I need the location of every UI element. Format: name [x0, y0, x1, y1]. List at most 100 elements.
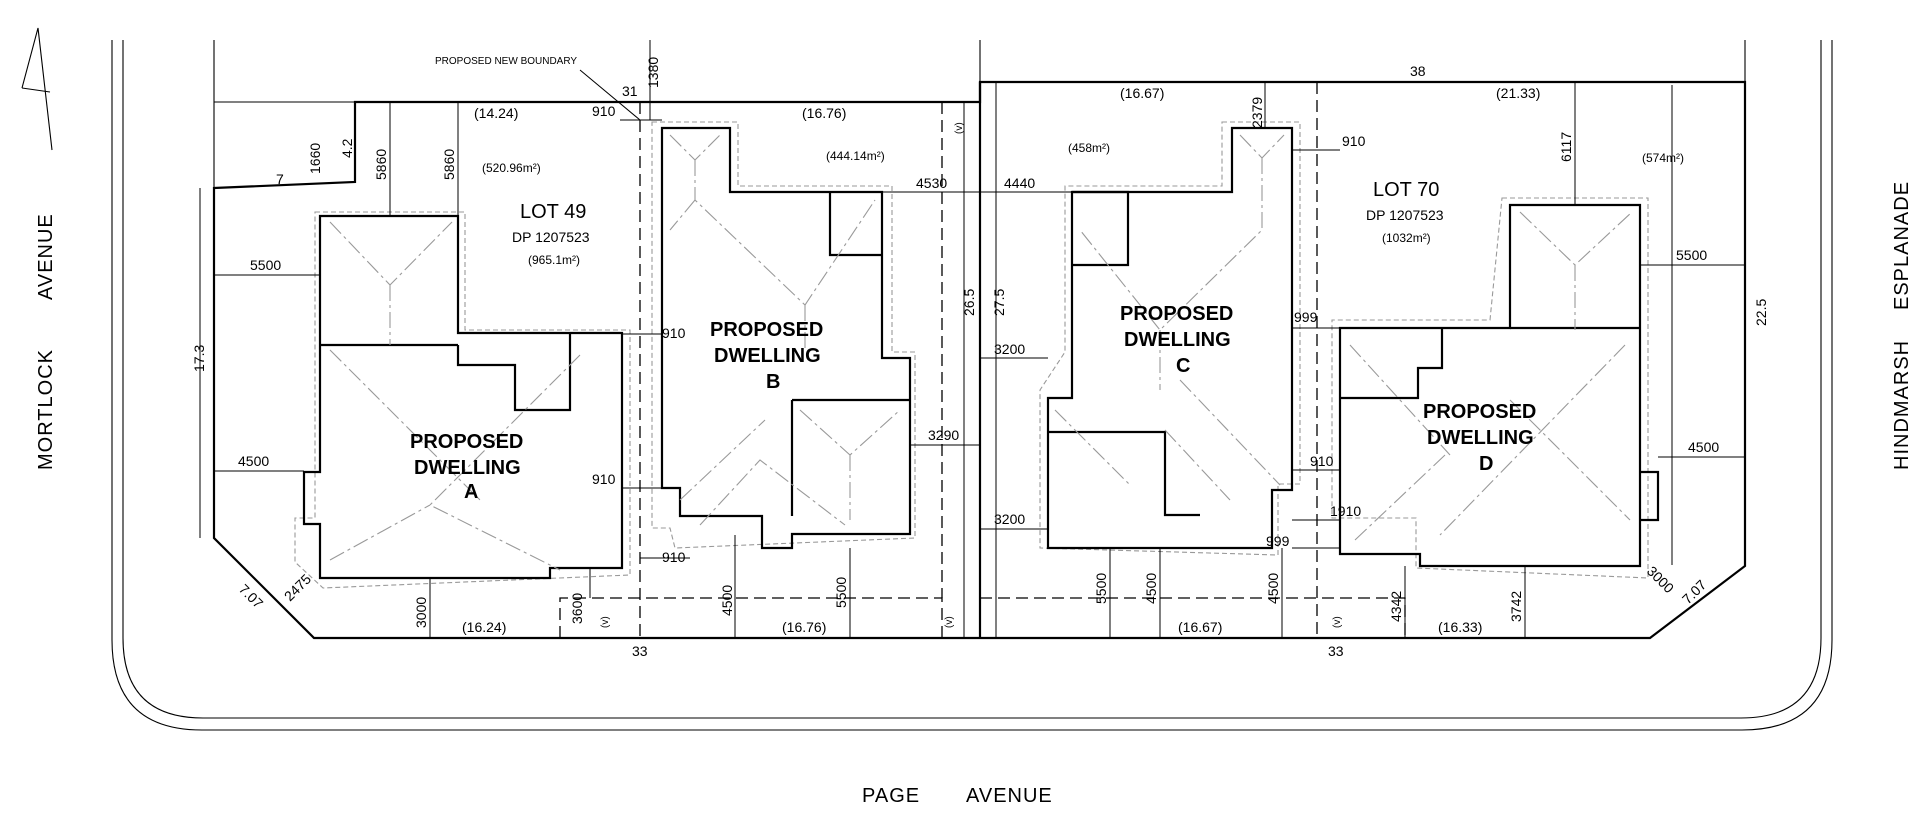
dwelling-c-line1: PROPOSED: [1120, 303, 1233, 325]
dim-right-225: 22.5: [1753, 299, 1769, 326]
dim-top-1424: (14.24): [474, 105, 518, 121]
dwelling-b-line2: DWELLING: [714, 345, 821, 367]
dim-bot-33b: 33: [1328, 643, 1344, 659]
dim-1660: 1660: [307, 143, 323, 174]
setback-dimensions: 1380 1660 5860 5860 5500 4500 2475 3000 …: [238, 57, 1719, 628]
dim-5500d: 5500: [1676, 247, 1707, 263]
dim-3200a: 3200: [994, 341, 1025, 357]
dim-mid-275: 27.5: [991, 289, 1007, 316]
dim-5500a: 5500: [250, 257, 281, 273]
dim-bot-1624: (16.24): [462, 619, 506, 635]
dim-bot-1676: (16.76): [782, 619, 826, 635]
dwelling-c-line3: C: [1176, 355, 1190, 377]
dim-top-2133: (21.33): [1496, 85, 1540, 101]
dwelling-d-line2: DWELLING: [1427, 427, 1534, 449]
dim-3742: 3742: [1508, 591, 1524, 622]
lot-labels: LOT 49 DP 1207523 (965.1m²) LOT 70 DP 12…: [482, 141, 1684, 267]
dim-999a: 999: [1294, 309, 1318, 325]
dim-910e: 910: [1342, 133, 1366, 149]
dwelling-c-footprint: [1039, 121, 1301, 556]
dim-4500b: 4500: [719, 585, 735, 616]
dim-5860a: 5860: [373, 149, 389, 180]
dimension-lines: [199, 40, 1745, 638]
street-labels: MORTLOCK AVENUE HINDMARSH ESPLANADE PAGE…: [35, 181, 1913, 807]
v-mark-3: (v): [944, 616, 955, 628]
dwelling-b-line1: PROPOSED: [710, 319, 823, 341]
dwelling-a-line1: PROPOSED: [410, 431, 523, 453]
north-arrow-icon: [21, 27, 53, 151]
dim-top-38: 38: [1410, 63, 1426, 79]
dwelling-a-footprint: [294, 211, 631, 589]
boundary-dimensions: 38 31 (14.24) (16.76) (16.67) (21.33) (1…: [191, 63, 1769, 659]
dim-corner-707b: 7.07: [1679, 576, 1710, 607]
street-right-2: ESPLANADE: [1891, 181, 1913, 310]
site-boundary: [212, 80, 1747, 640]
dim-4440: 4440: [1004, 175, 1035, 191]
dim-top-1667: (16.67): [1120, 85, 1164, 101]
proposed-new-boundary-note: PROPOSED NEW BOUNDARY: [435, 56, 577, 67]
v-mark-1: (v): [954, 122, 965, 134]
area-c: (458m²): [1068, 141, 1110, 155]
dim-5500b: 5500: [833, 577, 849, 608]
dwelling-c-line2: DWELLING: [1124, 329, 1231, 351]
area-d: (574m²): [1642, 151, 1684, 165]
dim-bot-1667: (16.67): [1178, 619, 1222, 635]
dim-bot-1633: (16.33): [1438, 619, 1482, 635]
dwelling-labels: PROPOSED DWELLING A PROPOSED DWELLING B …: [410, 303, 1536, 503]
dim-3000a: 3000: [413, 597, 429, 628]
dim-left-173: 17.3: [191, 345, 207, 372]
dim-top-31: 31: [622, 83, 638, 99]
dim-6117: 6117: [1558, 132, 1574, 162]
lot-49-name: LOT 49: [520, 201, 586, 223]
dim-left-42: 4.2: [339, 138, 355, 158]
dim-left-7: 7: [276, 171, 284, 187]
dwelling-a-line2: DWELLING: [414, 457, 521, 479]
lot-49-area: (965.1m²): [528, 253, 580, 267]
street-left-2: AVENUE: [35, 213, 57, 300]
dim-910b: 910: [662, 325, 686, 341]
dim-3290: 3290: [928, 427, 959, 443]
dwelling-d-line3: D: [1479, 453, 1493, 475]
dim-910a: 910: [592, 103, 616, 119]
street-bottom-2: AVENUE: [966, 785, 1053, 807]
dwelling-b-footprint: [651, 121, 916, 550]
dim-3600: 3600: [569, 593, 585, 624]
area-a: (520.96m²): [482, 161, 541, 175]
dim-4500a: 4500: [238, 453, 269, 469]
dim-4500e: 4500: [1688, 439, 1719, 455]
dwelling-d-footprint: [1331, 197, 1660, 579]
lot-70-dp: DP 1207523: [1366, 207, 1444, 223]
street-right-1: HINDMARSH: [1891, 340, 1913, 470]
dim-4500c: 4500: [1143, 573, 1159, 604]
v-mark-4: (v): [1332, 616, 1343, 628]
dim-999b: 999: [1266, 533, 1290, 549]
dwelling-d-line1: PROPOSED: [1423, 401, 1536, 423]
dim-4342: 4342: [1388, 591, 1404, 622]
dim-910c: 910: [592, 471, 616, 487]
dim-1380: 1380: [645, 57, 661, 88]
dim-3200b: 3200: [994, 511, 1025, 527]
dwelling-a-line3: A: [464, 481, 478, 503]
dim-3000b: 3000: [1644, 563, 1677, 596]
dim-4500d: 4500: [1265, 573, 1281, 604]
dim-1910: 1910: [1330, 503, 1361, 519]
v-mark-2: (v): [600, 616, 611, 628]
dim-5500c: 5500: [1093, 573, 1109, 604]
dim-2379: 2379: [1249, 97, 1265, 128]
dim-bot-33a: 33: [632, 643, 648, 659]
road-kerbs: [111, 40, 1833, 731]
dim-top-1676: (16.76): [802, 105, 846, 121]
area-b: (444.14m²): [826, 149, 885, 163]
dim-mid-265: 26.5: [961, 289, 977, 316]
street-bottom-1: PAGE: [862, 785, 920, 807]
street-left-1: MORTLOCK: [35, 349, 57, 470]
dim-910d: 910: [662, 549, 686, 565]
lot-70-name: LOT 70: [1373, 179, 1439, 201]
dim-910f: 910: [1310, 453, 1334, 469]
dim-5860b: 5860: [441, 149, 457, 180]
dwelling-b-line3: B: [766, 371, 780, 393]
lot-70-area: (1032m²): [1382, 231, 1431, 245]
dim-4530: 4530: [916, 175, 947, 191]
lot-49-dp: DP 1207523: [512, 229, 590, 245]
